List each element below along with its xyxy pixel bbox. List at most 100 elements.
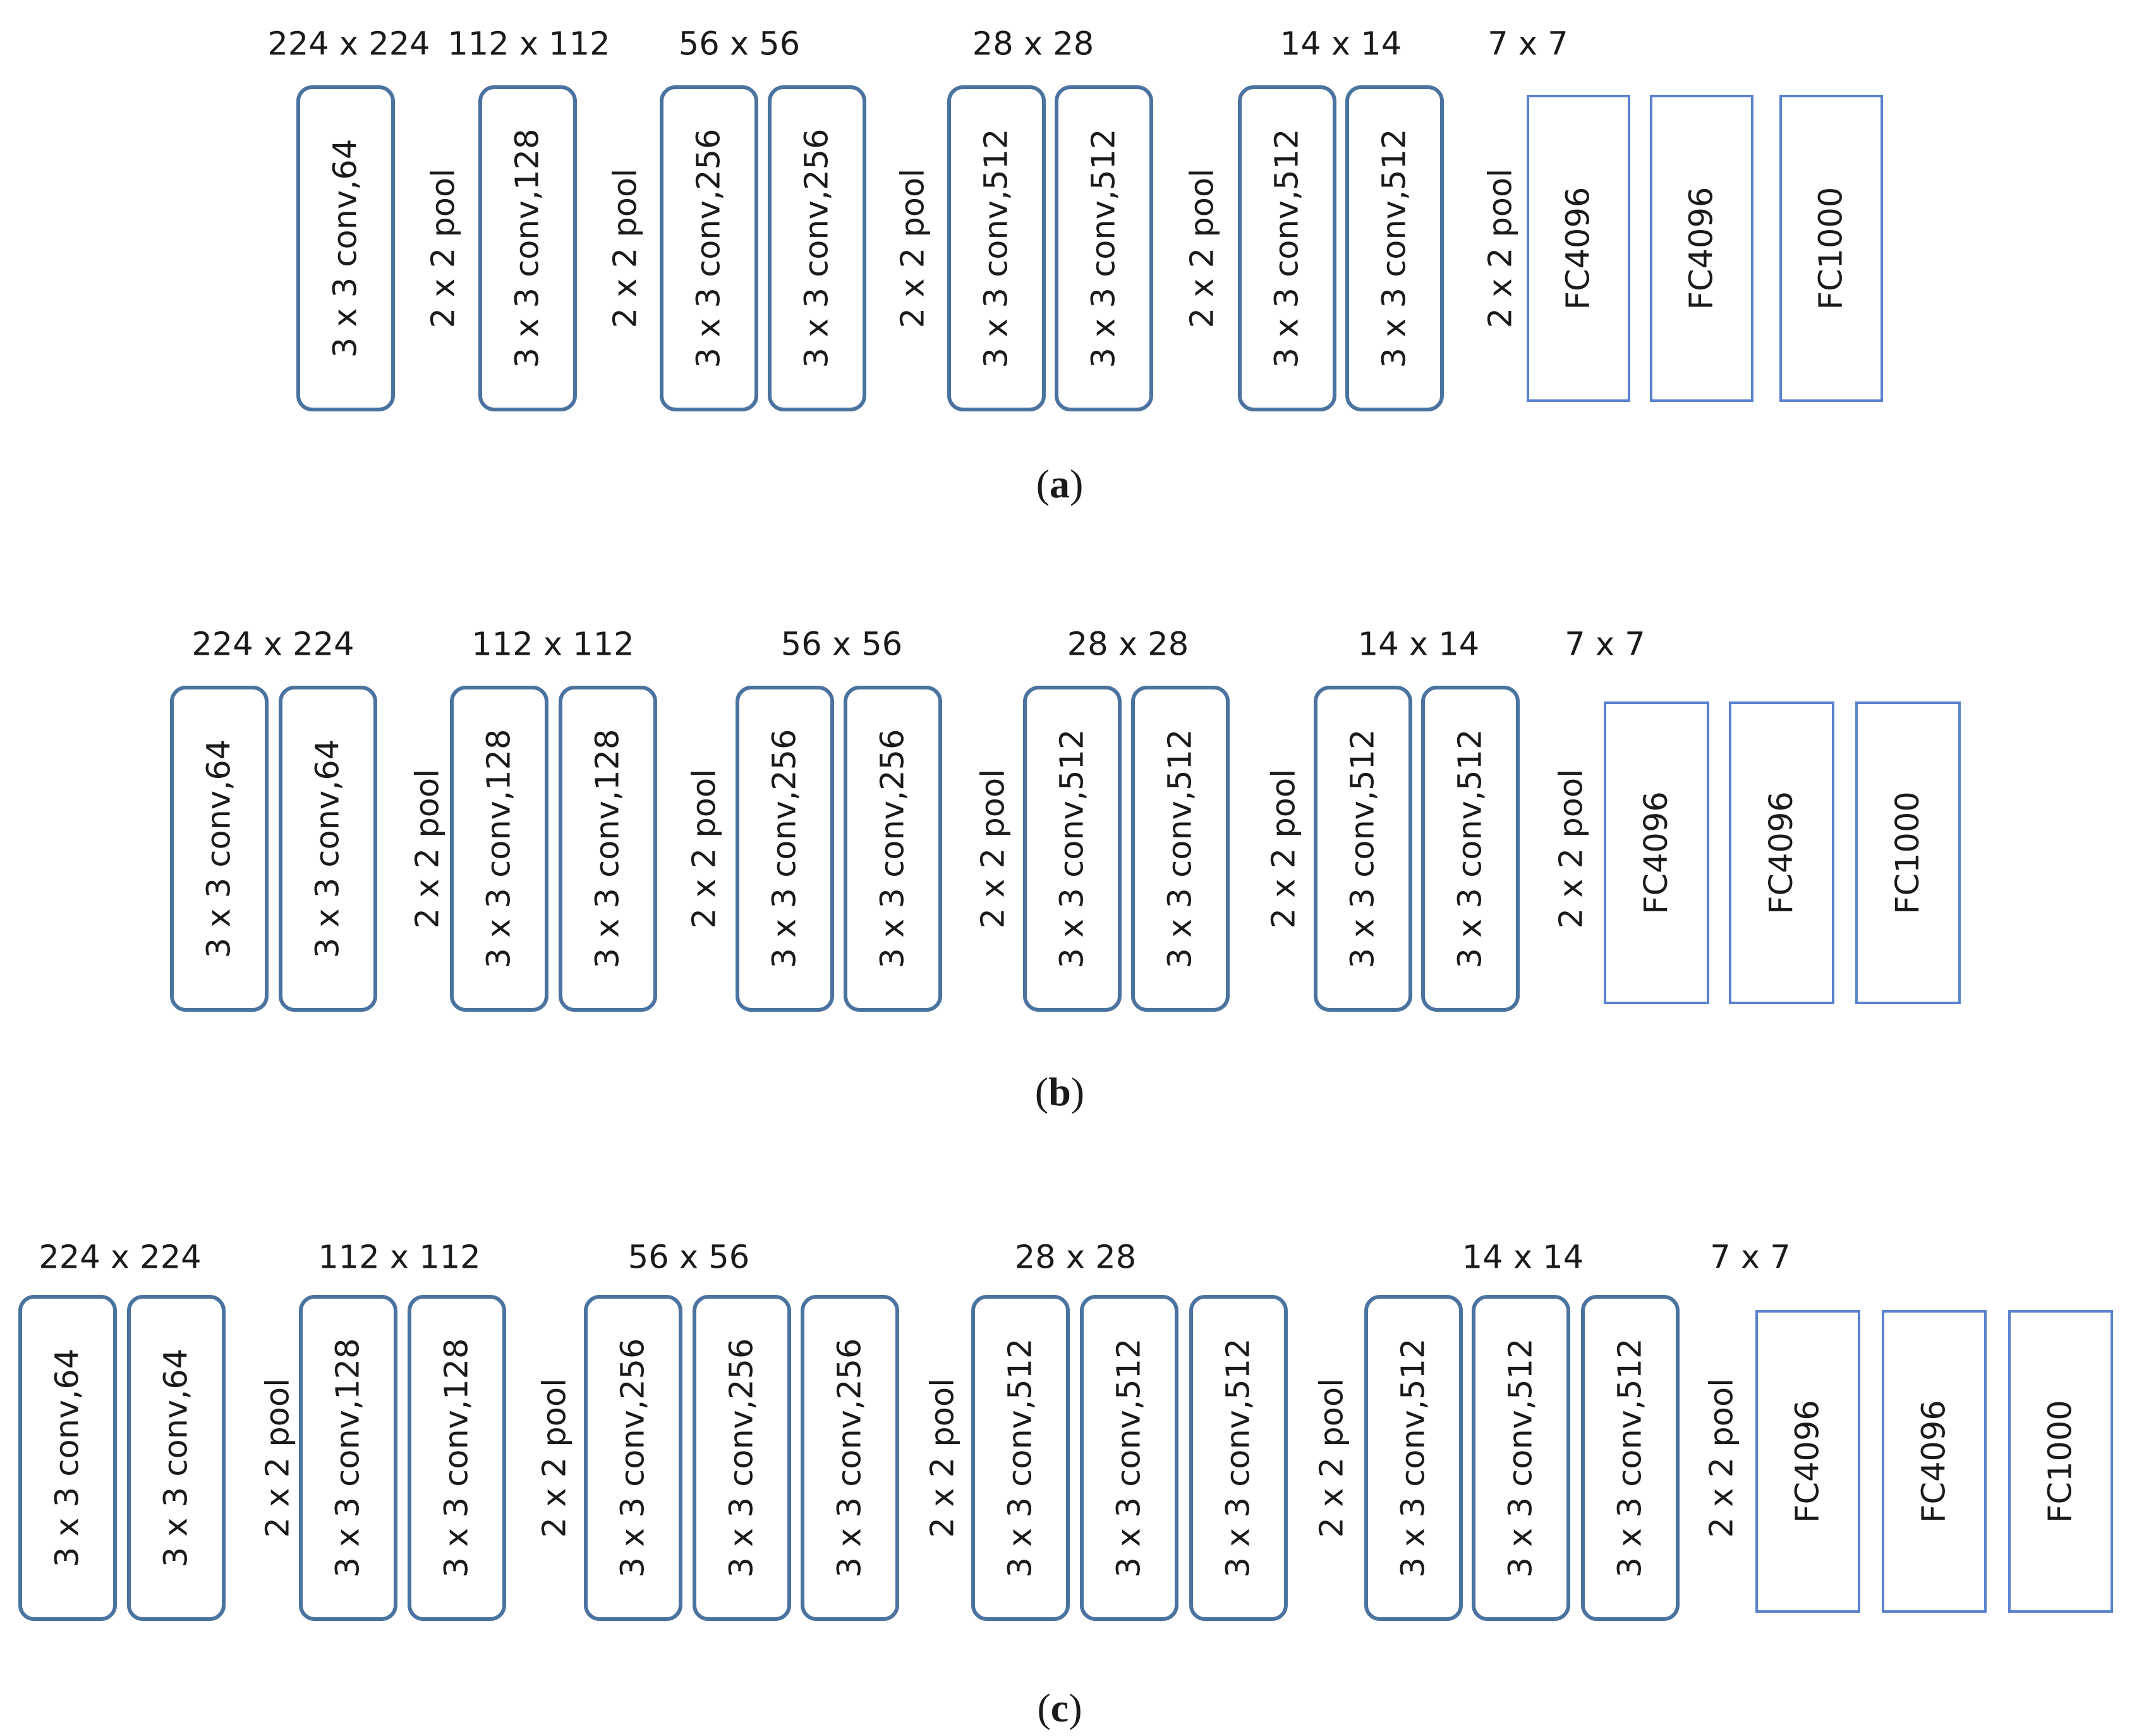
- pool-label: 2 x 2 pool: [1266, 769, 1303, 929]
- conv-layer-outline: [947, 85, 1046, 411]
- feature-size-label: 28 x 28: [1067, 626, 1189, 664]
- fc-layer-label: FC4096: [1560, 187, 1597, 310]
- fc-layer-outline: [1650, 95, 1753, 402]
- feature-size-label: 56 x 56: [679, 26, 800, 63]
- conv-layer-outline: [1080, 1295, 1178, 1621]
- conv-layer-label: 3 x 3 conv,64: [310, 739, 347, 959]
- feature-size-label: 14 x 14: [1358, 626, 1479, 664]
- conv-layer-label: 3 x 3 conv,512: [1452, 729, 1489, 968]
- conv-layer-outline: [1421, 686, 1520, 1012]
- conv-layer-box: 3 x 3 conv,256: [736, 686, 834, 1012]
- conv-layer-label: 3 x 3 conv,64: [201, 739, 238, 959]
- pool-label: 2 x 2 pool: [260, 1378, 297, 1538]
- conv-layer-box: 3 x 3 conv,512: [1080, 1295, 1178, 1621]
- pool-label: 2 x 2 pool: [1314, 1378, 1351, 1538]
- conv-layer-label: 3 x 3 conv,512: [1376, 128, 1414, 368]
- conv-layer-outline: [693, 1295, 791, 1621]
- conv-layer-label: 3 x 3 conv,64: [158, 1349, 195, 1568]
- conv-layer-box: 3 x 3 conv,512: [1131, 686, 1230, 1012]
- conv-layer-outline: [736, 686, 834, 1012]
- conv-layer-outline: [1189, 1295, 1288, 1621]
- conv-layer-label: 3 x 3 conv,256: [691, 128, 728, 368]
- conv-layer-box: 3 x 3 conv,512: [971, 1295, 1070, 1621]
- conv-layer-box: 3 x 3 conv,512: [1189, 1295, 1288, 1621]
- conv-layer-outline: [584, 1295, 682, 1621]
- pool-label: 2 x 2 pool: [1184, 169, 1221, 329]
- conv-layer-label: 3 x 3 conv,256: [799, 128, 836, 368]
- conv-layer-label: 3 x 3 conv,512: [1054, 729, 1091, 968]
- conv-layer-box: 3 x 3 conv,256: [801, 1295, 899, 1621]
- fc-layer-box: FC4096: [1755, 1310, 1860, 1613]
- conv-layer-label: 3 x 3 conv,256: [875, 729, 912, 968]
- fc-layer-box: FC4096: [1882, 1310, 1987, 1613]
- conv-layer-box: 3 x 3 conv,512: [1238, 85, 1336, 411]
- conv-layer-label: 3 x 3 conv,256: [615, 1338, 652, 1577]
- feature-size-label: 56 x 56: [781, 626, 902, 664]
- conv-layer-box: 3 x 3 conv,128: [478, 85, 577, 411]
- conv-layer-label: 3 x 3 conv,256: [832, 1338, 869, 1577]
- pool-label: 2 x 2 pool: [1482, 169, 1520, 329]
- fc-layer-box: FC4096: [1729, 701, 1834, 1004]
- conv-layer-label: 3 x 3 conv,64: [49, 1349, 87, 1568]
- fc-layer-label: FC4096: [1638, 791, 1675, 914]
- feature-size-label: 112 x 112: [447, 26, 610, 63]
- pool-label: 2 x 2 pool: [975, 769, 1012, 929]
- feature-size-label: 56 x 56: [628, 1239, 749, 1277]
- conv-layer-label: 3 x 3 conv,64: [327, 139, 365, 358]
- fc-layer-label: FC4096: [1790, 1400, 1827, 1523]
- conv-layer-box: 3 x 3 conv,512: [947, 85, 1046, 411]
- conv-layer-outline: [1364, 1295, 1463, 1621]
- conv-layer-box: 3 x 3 conv,512: [1581, 1295, 1680, 1621]
- conv-layer-box: 3 x 3 conv,128: [559, 686, 657, 1012]
- fc-layer-outline: [1729, 701, 1834, 1004]
- conv-layer-label: 3 x 3 conv,128: [509, 128, 547, 368]
- conv-layer-box: 3 x 3 conv,512: [1023, 686, 1122, 1012]
- conv-layer-outline: [478, 85, 577, 411]
- pool-label: 2 x 2 pool: [425, 169, 463, 329]
- conv-layer-label: 3 x 3 conv,512: [1162, 729, 1199, 968]
- fc-layer-outline: [1604, 701, 1709, 1004]
- feature-size-label: 7 x 7: [1487, 26, 1568, 63]
- conv-layer-label: 3 x 3 conv,512: [1269, 128, 1306, 368]
- conv-layer-label: 3 x 3 conv,512: [1612, 1338, 1649, 1577]
- conv-layer-label: 3 x 3 conv,512: [1503, 1338, 1540, 1577]
- conv-layer-outline: [127, 1295, 226, 1621]
- conv-layer-outline: [1581, 1295, 1680, 1621]
- fc-layer-outline: [1882, 1310, 1987, 1613]
- conv-layer-outline: [1055, 85, 1153, 411]
- fc-layer-outline: [1755, 1310, 1860, 1613]
- pool-label: 2 x 2 pool: [607, 169, 645, 329]
- conv-layer-outline: [1345, 85, 1444, 411]
- fc-layer-label: FC4096: [1763, 791, 1800, 914]
- conv-layer-outline: [844, 686, 942, 1012]
- feature-size-label: 7 x 7: [1565, 626, 1645, 664]
- conv-layer-box: 3 x 3 conv,256: [768, 85, 866, 411]
- conv-layer-box: 3 x 3 conv,512: [1421, 686, 1520, 1012]
- conv-layer-label: 3 x 3 conv,512: [1395, 1338, 1432, 1577]
- pool-label: 2 x 2 pool: [686, 769, 724, 929]
- fc-layer-outline: [1855, 701, 1961, 1004]
- feature-size-label: 14 x 14: [1280, 26, 1402, 63]
- fc-layer-outline: [2008, 1310, 2113, 1613]
- conv-layer-box: 3 x 3 conv,512: [1364, 1295, 1463, 1621]
- conv-layer-box: 3 x 3 conv,64: [18, 1295, 117, 1621]
- feature-size-label: 14 x 14: [1462, 1239, 1584, 1277]
- fc-layer-box: FC1000: [1779, 95, 1883, 402]
- conv-layer-label: 3 x 3 conv,128: [481, 729, 518, 968]
- fc-layer-label: FC1000: [2042, 1400, 2080, 1523]
- fc-layer-label: FC1000: [1813, 187, 1850, 310]
- conv-layer-box: 3 x 3 conv,64: [296, 85, 395, 411]
- panel-caption: (c): [1037, 1685, 1082, 1730]
- conv-layer-label: 3 x 3 conv,128: [330, 1338, 367, 1577]
- panel-caption: (b): [1035, 1069, 1084, 1114]
- pool-label: 2 x 2 pool: [895, 169, 932, 329]
- conv-layer-label: 3 x 3 conv,512: [1220, 1338, 1257, 1577]
- conv-layer-label: 3 x 3 conv,256: [724, 1338, 761, 1577]
- conv-layer-box: 3 x 3 conv,128: [408, 1295, 506, 1621]
- conv-layer-box: 3 x 3 conv,512: [1345, 85, 1444, 411]
- conv-layer-label: 3 x 3 conv,512: [1111, 1338, 1148, 1577]
- conv-layer-label: 3 x 3 conv,512: [1002, 1338, 1039, 1577]
- feature-size-label: 112 x 112: [471, 626, 634, 664]
